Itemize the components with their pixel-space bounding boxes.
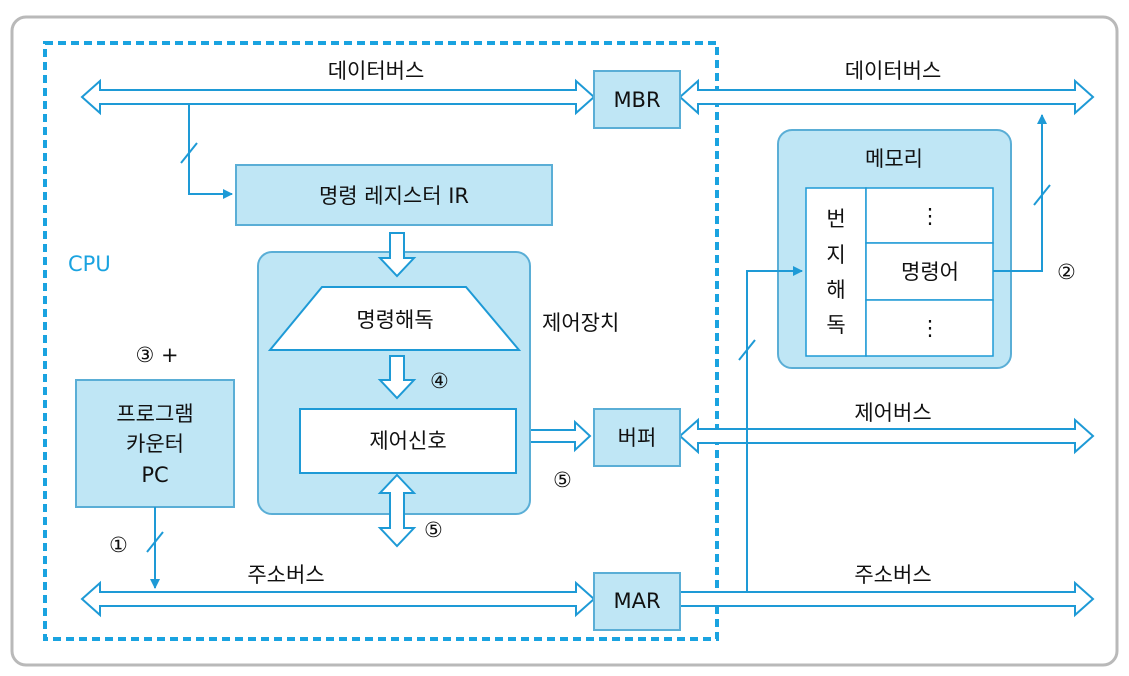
decoder-shape [267,286,522,351]
memory-decoder-char-1: 번 [826,207,845,231]
instruction-to-data-bus-line [993,114,1047,272]
data-bus-to-ir-line [188,104,233,199]
data-bus-right [678,78,1095,116]
decoder-to-signal-arrow [377,355,417,400]
pc-slash [146,531,164,553]
ir-to-decoder-arrow [377,232,417,278]
memory-cell-bottom [865,299,994,357]
control-signal-box [299,408,517,474]
instruction-slash [1033,184,1051,206]
decode-step-marker: ④ [430,369,449,393]
signal-down-step-marker: ⑤ [424,518,443,542]
instruction-register-label: 명령 레지스터 IR [319,184,469,208]
memory-title: 메모리 [865,147,923,171]
mar-box [593,572,681,631]
control-signal-label: 제어신호 [369,429,446,453]
control-unit-label: 제어장치 [542,311,619,335]
control-bus-right [678,417,1095,455]
memory-cell-bottom-label: ⋮ [920,316,941,340]
cpu-label: CPU [68,252,111,276]
memory-decoder-char-2: 지 [826,243,845,267]
instruction-register-box [235,164,553,226]
address-slash [738,339,756,361]
address-bus-right [679,580,1095,618]
signal-vertical-double-arrow [377,473,417,548]
data-bus-slash [180,142,198,164]
memory-cell-instruction-label: 명령어 [901,260,959,284]
memory-cell-instruction [865,242,994,301]
memory-decoder-char-3: 해 [826,278,845,302]
buffer-label: 버퍼 [618,426,657,450]
pc-increment-label: ③ + [135,343,178,367]
memory-cell-top-label: ⋮ [920,204,941,228]
instruction-out-step-marker: ② [1057,260,1076,284]
address-bus-right-label: 주소버스 [854,563,931,587]
buffer-box [593,408,681,467]
pc-label-line-2: 카운터 [126,432,184,456]
mbr-label: MBR [613,88,660,112]
pc-to-bus-step-marker: ① [109,533,128,557]
data-bus-right-label: 데이터버스 [845,59,942,83]
memory-decoder-column [805,187,867,357]
program-counter-box [75,379,235,508]
cpu-boundary [43,41,719,641]
address-bus-to-memory-line [746,266,803,592]
pc-label-line-1: 프로그램 [116,402,193,426]
pc-label-line-3: PC [141,463,168,487]
address-bus-left-label: 주소버스 [247,563,324,587]
data-bus-left-label: 데이터버스 [328,59,425,83]
memory-decoder-char-4: 독 [826,313,845,337]
signal-right-step-marker: ⑤ [553,468,572,492]
memory-cell-top [865,187,994,244]
decoder-label: 명령해독 [356,308,433,332]
mbr-box [593,70,681,129]
control-bus-label: 제어버스 [854,401,931,425]
mar-label: MAR [613,589,660,613]
